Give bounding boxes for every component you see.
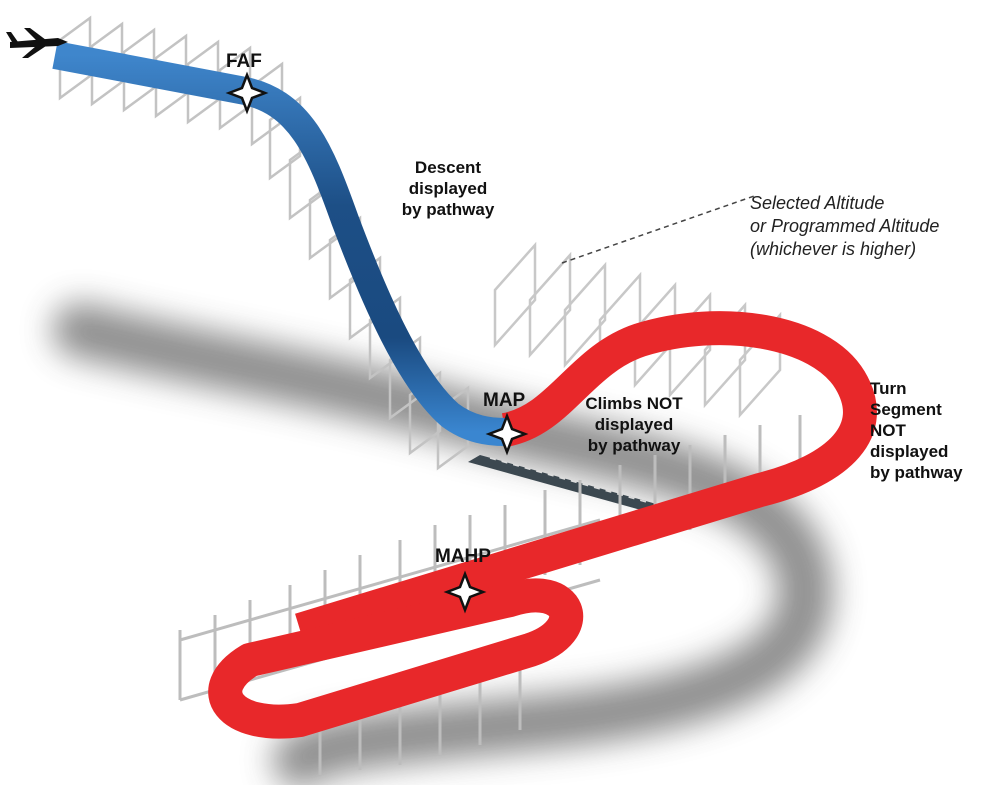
mahp-star-icon: [443, 570, 487, 614]
altitude-annotation-line3: (whichever is higher): [750, 239, 917, 259]
altitude-annotation-line2: or Programmed Altitude: [750, 216, 940, 236]
missed-approach-path: [208, 311, 877, 739]
altitude-annotation: Selected Altitude or Programmed Altitude…: [750, 192, 990, 261]
climbs-annotation-line2: by pathway: [587, 436, 681, 455]
airplane-icon: [6, 28, 68, 58]
turn-annotation-line1: Turn Segment: [870, 379, 942, 419]
turn-annotation-line2: NOT displayed: [870, 421, 949, 461]
turn-annotation-line3: by pathway: [870, 463, 963, 482]
climbs-annotation: Climbs NOT displayed by pathway: [544, 393, 724, 456]
altitude-leader-line: [561, 194, 758, 264]
map-label: MAP: [483, 390, 526, 411]
descent-annotation-line2: by pathway: [401, 200, 495, 219]
ground-shadow: [52, 302, 834, 788]
faf-label: FAF: [226, 51, 262, 72]
runway: [468, 455, 660, 512]
descent-annotation-line1: Descent displayed: [408, 158, 488, 198]
altitude-annotation-line1: Selected Altitude: [750, 193, 885, 213]
descent-annotation: Descent displayed by pathway: [378, 157, 518, 220]
map-star-icon: [485, 412, 529, 456]
turn-annotation: Turn Segment NOT displayed by pathway: [870, 378, 980, 483]
approach-pathway: [52, 41, 506, 446]
faf-star-icon: [225, 71, 269, 115]
mahp-label: MAHP: [435, 546, 491, 567]
climbs-annotation-line1: Climbs NOT displayed: [585, 394, 683, 434]
